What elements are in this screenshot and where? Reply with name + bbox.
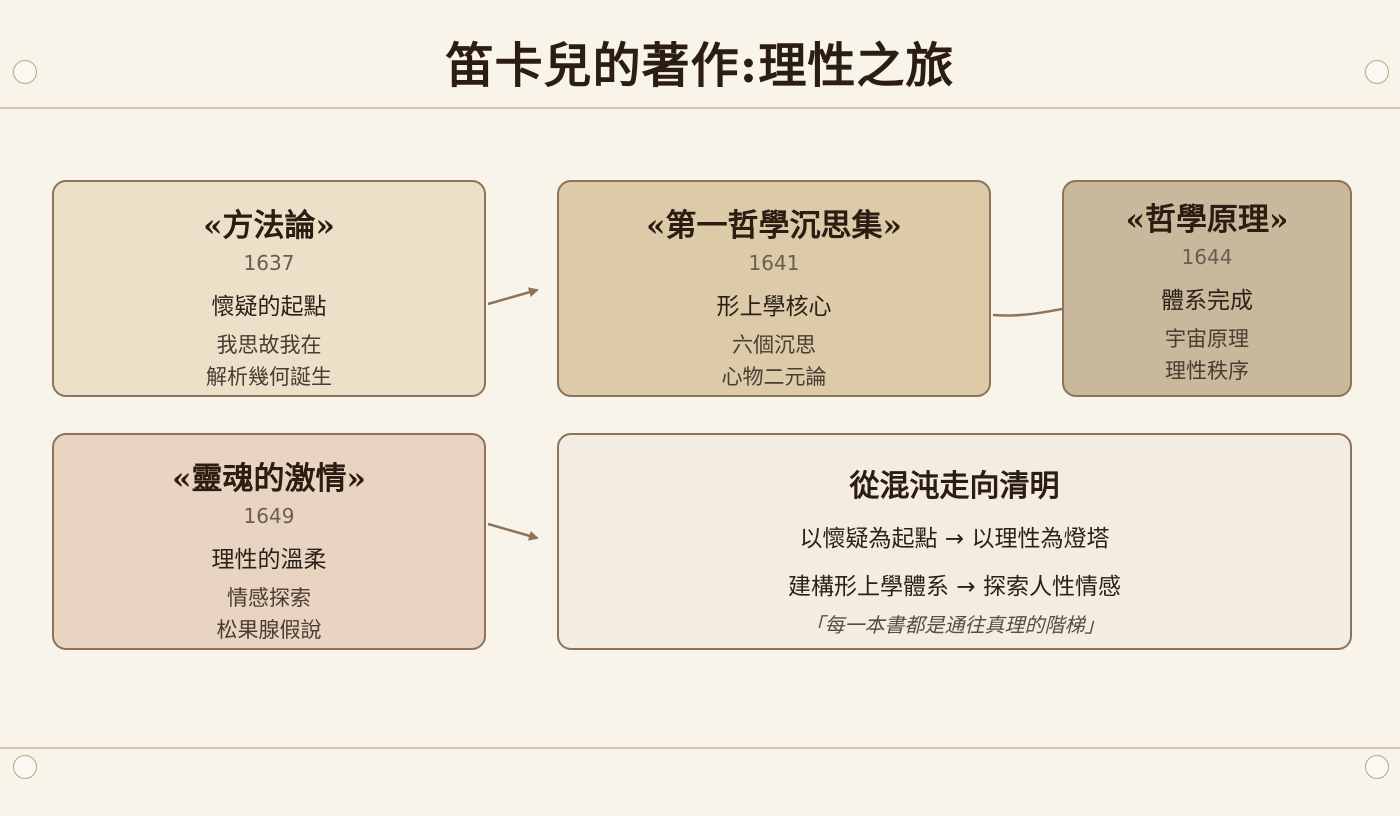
summary-card: 從混沌走向清明 以懷疑為起點 → 以理性為燈塔 建構形上學體系 → 探索人性情感… (557, 433, 1352, 650)
card-principles-of-philosophy: «哲學原理» 1644 體系完成 宇宙原理 理性秩序 (1062, 180, 1352, 397)
card-year: 1637 (243, 251, 295, 275)
corner-circle-icon (1365, 755, 1389, 779)
card-year: 1649 (243, 504, 295, 528)
card-point: 我思故我在 (216, 333, 322, 357)
card-point: 心物二元論 (721, 365, 827, 389)
corner-circle-icon (1365, 60, 1389, 84)
card-theme: 形上學核心 (716, 294, 832, 320)
arrow-passions-to-summary (487, 522, 539, 541)
card-point: 情感探索 (227, 586, 311, 610)
card-discourse-on-method: «方法論» 1637 懷疑的起點 我思故我在 解析幾何誕生 (52, 180, 486, 397)
arrow-methodology-to-meditations (487, 287, 539, 306)
card-passions-of-the-soul: «靈魂的激情» 1649 理性的溫柔 情感探索 松果腺假說 (52, 433, 486, 650)
page-title: 笛卡兒的著作:理性之旅 (445, 38, 955, 94)
bottom-divider (0, 747, 1400, 749)
card-point: 松果腺假說 (216, 618, 322, 642)
card-point: 理性秩序 (1165, 359, 1249, 383)
card-title: «哲學原理» (1125, 202, 1289, 238)
card-meditations: «第一哲學沉思集» 1641 形上學核心 六個沉思 心物二元論 (557, 180, 991, 397)
card-point: 六個沉思 (732, 333, 816, 357)
card-theme: 體系完成 (1161, 288, 1253, 314)
card-title: «靈魂的激情» (172, 461, 366, 497)
corner-circle-icon (13, 60, 37, 84)
card-theme: 理性的溫柔 (211, 547, 327, 573)
summary-quote: 「每一本書都是通往真理的階梯」 (804, 613, 1105, 637)
card-point: 解析幾何誕生 (206, 365, 332, 389)
summary-title: 從混沌走向清明 (849, 469, 1060, 504)
card-title: «第一哲學沉思集» (646, 208, 902, 244)
summary-line: 以懷疑為起點 → 以理性為燈塔 (799, 526, 1110, 552)
top-divider (0, 107, 1400, 109)
card-title: «方法論» (203, 208, 335, 244)
corner-circle-icon (13, 755, 37, 779)
card-year: 1644 (1181, 245, 1233, 269)
card-theme: 懷疑的起點 (211, 294, 327, 320)
card-year: 1641 (748, 251, 800, 275)
connector-meditations-to-principles (992, 307, 1063, 317)
card-point: 宇宙原理 (1165, 327, 1249, 351)
summary-line: 建構形上學體系 → 探索人性情感 (788, 574, 1121, 600)
